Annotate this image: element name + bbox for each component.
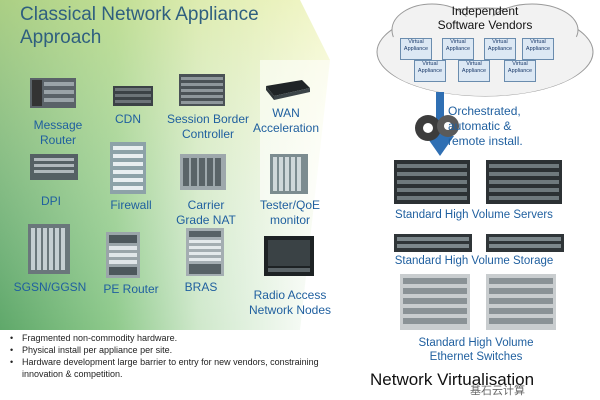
message-router-icon [30, 78, 76, 108]
sgsn-ggsn-icon [28, 224, 70, 274]
appliance-label-radio-access: Radio Access Network Nodes [248, 288, 332, 317]
virtual-appliance-box: Virtual Appliance [484, 38, 516, 60]
appliance-label-cdn: CDN [115, 112, 141, 126]
watermark-text: 基石云计算 [470, 385, 525, 397]
appliance-label-firewall: Firewall [110, 198, 152, 212]
ethernet-switch-icon [400, 274, 470, 330]
server-rack-icon [486, 160, 562, 204]
ethernet-switch-icon [486, 274, 556, 330]
appliance-label-dpi: DPI [40, 194, 61, 208]
storage-icon [394, 234, 472, 252]
pe-router-icon [106, 232, 140, 278]
session-border-controller-icon [179, 74, 225, 106]
bullet-item: Fragmented non-commodity hardware. [8, 332, 348, 344]
server-rack-icon [394, 160, 470, 204]
virtual-appliance-box: Virtual Appliance [504, 60, 536, 82]
bullet-list: Fragmented non-commodity hardware. Physi… [8, 332, 348, 380]
appliance-label-carrier-grade-nat: Carrier Grade NAT [176, 198, 236, 227]
page-title: Classical Network Appliance Approach [20, 3, 259, 49]
virtual-appliance-box: Virtual Appliance [522, 38, 554, 60]
virtual-appliance-box: Virtual Appliance [458, 60, 490, 82]
network-virtualisation-title: Network Virtualisation [370, 370, 535, 389]
firewall-icon [110, 142, 146, 194]
bras-icon [186, 228, 224, 276]
appliance-label-bras: BRAS [184, 280, 218, 294]
virtual-appliance-box: Virtual Appliance [400, 38, 432, 60]
appliance-label-wan-acceleration: WAN Acceleration [252, 106, 320, 135]
servers-label: Standard High Volume Servers [395, 209, 553, 221]
title-line-1: Classical Network Appliance [20, 4, 259, 25]
storage-label: Standard High Volume Storage [394, 255, 554, 267]
software-vendors-title: Independent Software Vendors [437, 4, 533, 32]
appliance-label-tester-qoe-monitor: Tester/QoE monitor [259, 198, 321, 227]
bullet-item: Hardware development large barrier to en… [8, 356, 348, 380]
switches-label: Standard High Volume Ethernet Switches [418, 337, 534, 363]
down-arrow-icon [426, 92, 454, 156]
wan-acceleration-icon [266, 80, 310, 100]
title-line-2: Approach [20, 27, 102, 48]
dpi-icon [30, 154, 78, 180]
cdn-icon [113, 86, 153, 106]
tester-qoe-monitor-icon [270, 154, 308, 194]
orchestrated-text: Orchestrated, automatic & remote install… [448, 104, 523, 148]
appliance-label-session-border-controller: Session Border Controller [166, 112, 250, 141]
appliance-label-sgsn-ggsn: SGSN/GGSN [13, 280, 87, 294]
appliance-label-message-router: Message Router [33, 118, 83, 147]
storage-icon [486, 234, 564, 252]
gears-icon [415, 115, 459, 141]
carrier-grade-nat-icon [180, 154, 226, 190]
virtual-appliance-box: Virtual Appliance [442, 38, 474, 60]
radio-access-icon [264, 236, 314, 276]
appliance-label-pe-router: PE Router [103, 282, 159, 296]
bullet-item: Physical install per appliance per site. [8, 344, 348, 356]
virtual-appliance-box: Virtual Appliance [414, 60, 446, 82]
